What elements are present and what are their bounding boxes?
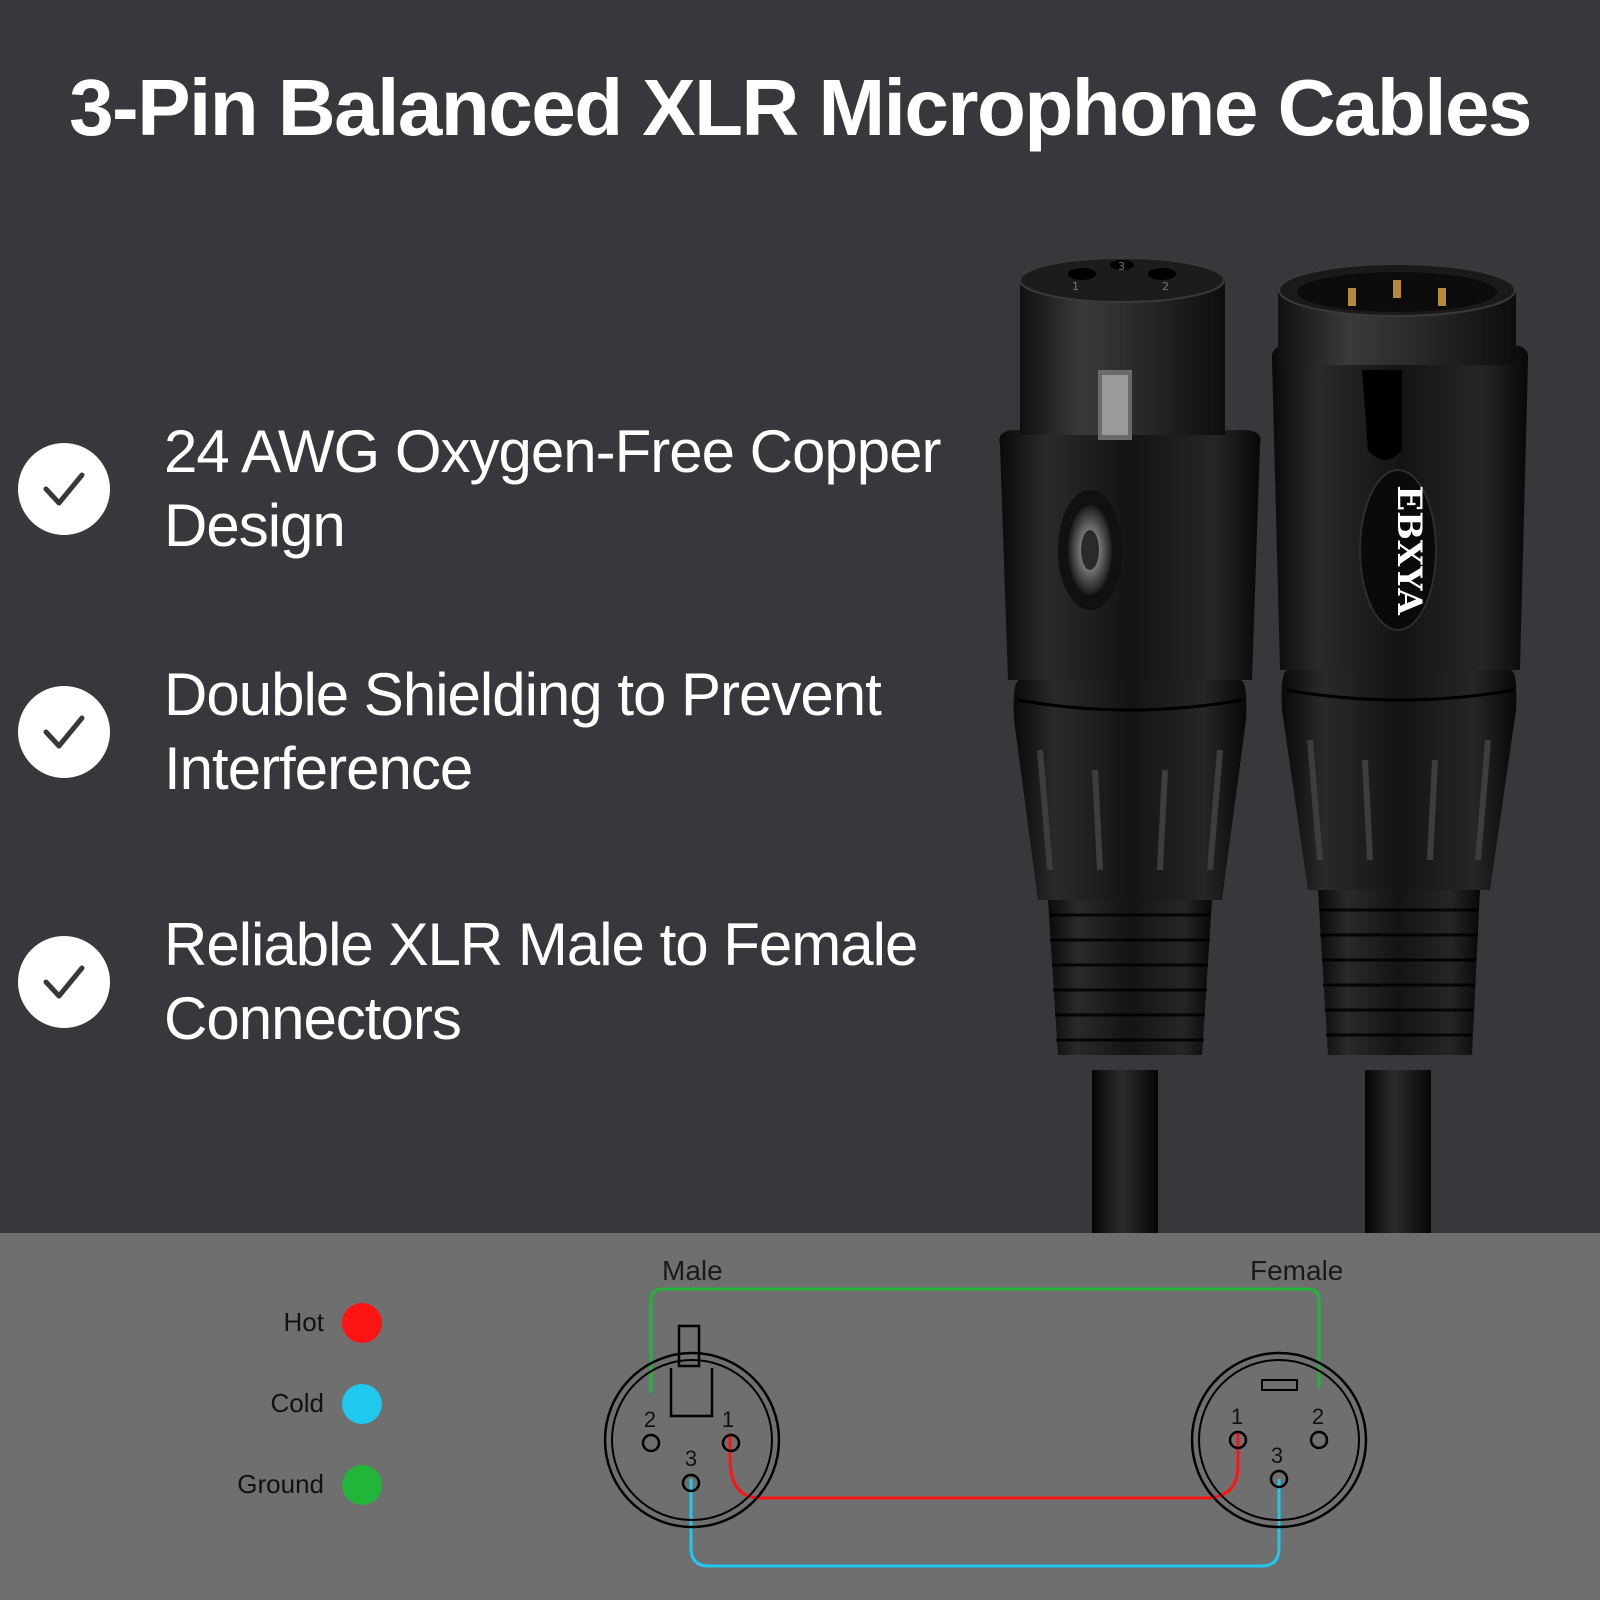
male-pin-label: 1 bbox=[722, 1407, 734, 1432]
legend-dot-hot bbox=[342, 1303, 382, 1343]
cold-wire bbox=[689, 1479, 1281, 1568]
wiring-schematic: 2 1 3 1 2 3 bbox=[603, 1287, 1368, 1568]
brand-logo: EBXYA bbox=[1389, 485, 1429, 615]
male-label: Male bbox=[662, 1255, 723, 1286]
ground-wire bbox=[649, 1287, 1321, 1393]
pin-number: 3 bbox=[1118, 260, 1125, 273]
legend-label-cold: Cold bbox=[270, 1388, 324, 1418]
legend-label-hot: Hot bbox=[283, 1307, 324, 1337]
check-icon bbox=[18, 686, 110, 778]
page-title: 3-Pin Balanced XLR Microphone Cables bbox=[69, 63, 1532, 152]
female-pin-label: 3 bbox=[1271, 1443, 1283, 1468]
female-pin-label: 2 bbox=[1312, 1404, 1324, 1429]
legend-dot-ground bbox=[342, 1465, 382, 1505]
male-xlr-connector: EBXYA bbox=[1271, 263, 1529, 1235]
legend-dot-cold bbox=[342, 1384, 382, 1424]
feature-item: Reliable XLR Male to Female Connectors bbox=[18, 908, 964, 1056]
female-pin-label: 1 bbox=[1231, 1404, 1243, 1429]
feature-list: 24 AWG Oxygen-Free Copper Design Double … bbox=[0, 0, 980, 1200]
check-icon bbox=[18, 443, 110, 535]
wiring-diagram: Hot Cold Ground Male Female 2 bbox=[0, 1233, 1600, 1600]
feature-item: 24 AWG Oxygen-Free Copper Design bbox=[18, 415, 964, 563]
legend-label-ground: Ground bbox=[237, 1469, 324, 1499]
pin-number: 1 bbox=[1072, 280, 1079, 293]
female-connector-diagram: 1 2 3 bbox=[1190, 1351, 1368, 1529]
male-pin-label: 3 bbox=[685, 1446, 697, 1471]
male-connector-diagram: 2 1 3 bbox=[603, 1324, 781, 1529]
feature-text: Double Shielding to Prevent Interference bbox=[164, 661, 882, 802]
feature-text: Reliable XLR Male to Female Connectors bbox=[164, 911, 918, 1052]
male-pin-label: 2 bbox=[644, 1407, 656, 1432]
pin-number: 2 bbox=[1162, 280, 1169, 293]
feature-item: Double Shielding to Prevent Interference bbox=[18, 658, 964, 806]
xlr-cable-connectors-image: 1 3 2 EBXYA bbox=[999, 257, 1529, 1235]
female-xlr-connector: 1 3 2 bbox=[999, 257, 1261, 1235]
check-icon bbox=[18, 936, 110, 1028]
female-label: Female bbox=[1250, 1255, 1344, 1286]
feature-text: 24 AWG Oxygen-Free Copper Design bbox=[164, 418, 941, 559]
hot-wire bbox=[728, 1433, 1240, 1500]
